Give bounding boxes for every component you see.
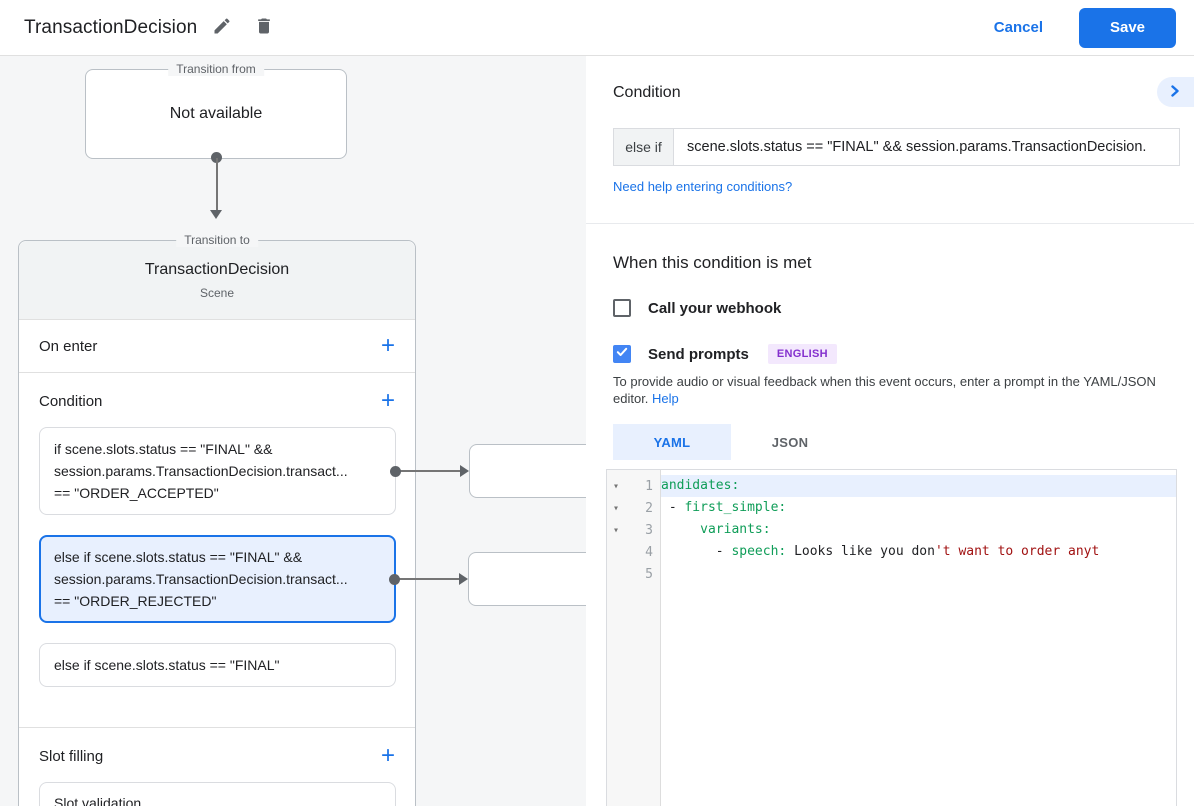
editor-code-area[interactable]: andidates: - first_simple: variants: - s… (661, 470, 1176, 806)
on-enter-section: On enter + (19, 320, 415, 373)
webhook-checkbox[interactable] (613, 299, 631, 317)
else-if-prefix: else if (613, 128, 673, 166)
line-number: 2 (645, 500, 653, 516)
prompt-helper-text: To provide audio or visual feedback when… (613, 373, 1170, 407)
conditions-help-link[interactable]: Need help entering conditions? (613, 179, 793, 194)
line-number: 3 (645, 522, 653, 538)
fold-arrow-icon[interactable]: ▾ (612, 502, 620, 514)
editor-gutter: ▾ 1 ▾ 2 ▾ 3 4 5 (607, 470, 661, 806)
save-button[interactable]: Save (1079, 7, 1176, 48)
transition-target-box[interactable] (469, 444, 601, 498)
checkmark-icon (616, 345, 628, 363)
on-enter-label: On enter (39, 337, 98, 355)
panel-condition-title: Condition (613, 84, 681, 101)
condition-card-text: else if scene.slots.status == "FINAL" &&… (54, 549, 348, 609)
connector-dot (389, 573, 400, 585)
connector-line (215, 158, 218, 210)
tab-json[interactable]: JSON (731, 424, 849, 460)
fold-arrow-icon[interactable]: ▾ (612, 480, 620, 492)
connector-line (400, 470, 461, 472)
add-on-enter-button[interactable]: + (380, 332, 395, 359)
transition-from-value: Not available (169, 105, 263, 122)
send-prompts-checkbox[interactable] (613, 345, 631, 363)
condition-card-text: else if scene.slots.status == "FINAL" (54, 657, 280, 673)
scene-card: Transition to TransactionDecision Scene … (18, 233, 601, 806)
condition-detail-panel: Condition else if Need help entering con… (586, 56, 1194, 806)
panel-divider (586, 223, 1194, 224)
condition-card[interactable]: if scene.slots.status == "FINAL" && sess… (39, 427, 601, 515)
help-link[interactable]: Help (652, 391, 679, 406)
transition-from-box: Transition from Not available (85, 62, 347, 159)
condition-section-label: Condition (39, 392, 103, 410)
cancel-button[interactable]: Cancel (993, 19, 1043, 36)
tab-yaml[interactable]: YAML (613, 424, 731, 460)
scene-type: Scene (199, 286, 235, 300)
top-bar: TransactionDecision Cancel Save (0, 0, 1194, 56)
arrow-right-icon (460, 465, 469, 477)
send-prompts-label: Send prompts (648, 345, 749, 363)
arrow-down-icon (210, 210, 222, 219)
line-number: 1 (645, 478, 653, 494)
yaml-editor[interactable]: ▾ 1 ▾ 2 ▾ 3 4 5 andidates: - first_simple: vari… (606, 469, 1177, 806)
slot-filling-label: Slot filling (39, 747, 104, 765)
condition-card[interactable]: else if scene.slots.status == "FINAL" (39, 643, 396, 687)
pencil-icon (212, 16, 232, 39)
connector-dot (390, 465, 401, 477)
language-badge: ENGLISH (767, 344, 837, 364)
add-condition-button[interactable]: + (380, 387, 395, 414)
fold-arrow-icon[interactable]: ▾ (612, 524, 620, 536)
slot-validation-text: Slot validation (54, 795, 142, 806)
add-slot-button[interactable]: + (380, 742, 395, 769)
page-title: TransactionDecision (24, 16, 198, 38)
transition-from-label: Transition from (168, 62, 264, 76)
connector-dot (211, 152, 222, 163)
scene-card-header: TransactionDecision Scene (19, 241, 415, 320)
transition-target-box[interactable] (468, 552, 600, 606)
scene-name: TransactionDecision (144, 261, 290, 278)
line-number: 5 (645, 566, 653, 582)
webhook-label: Call your webhook (648, 299, 782, 317)
code-line[interactable]: variants: (700, 522, 771, 537)
condition-card-text: if scene.slots.status == "FINAL" && sess… (54, 441, 348, 501)
delete-button[interactable] (247, 11, 281, 45)
condition-expression-input[interactable] (673, 128, 1180, 166)
editor-tabs: YAML JSON (613, 424, 1194, 460)
connector-line (399, 578, 460, 580)
transition-to-label: Transition to (176, 233, 258, 247)
line-number: 4 (645, 544, 653, 560)
code-line[interactable] (661, 563, 1176, 585)
when-met-title: When this condition is met (613, 253, 812, 272)
condition-card[interactable]: else if scene.slots.status == "FINAL" &&… (39, 535, 600, 623)
condition-section: Condition + if scene.slots.status == "FI… (19, 373, 601, 728)
edit-button[interactable] (205, 11, 239, 45)
code-line[interactable]: - speech: Looks like you don't want to o… (661, 544, 1100, 559)
arrow-right-icon (459, 573, 468, 585)
code-line[interactable]: - first_simple: (661, 500, 787, 515)
trash-icon (254, 16, 274, 39)
chevron-right-icon (1169, 84, 1181, 100)
slot-validation-card[interactable]: Slot validation (39, 782, 396, 806)
slot-filling-section: Slot filling + Slot validation (19, 728, 415, 806)
code-line[interactable]: andidates: (661, 475, 1176, 497)
collapse-panel-button[interactable] (1157, 77, 1194, 107)
helper-text: To provide audio or visual feedback when… (613, 374, 1156, 406)
